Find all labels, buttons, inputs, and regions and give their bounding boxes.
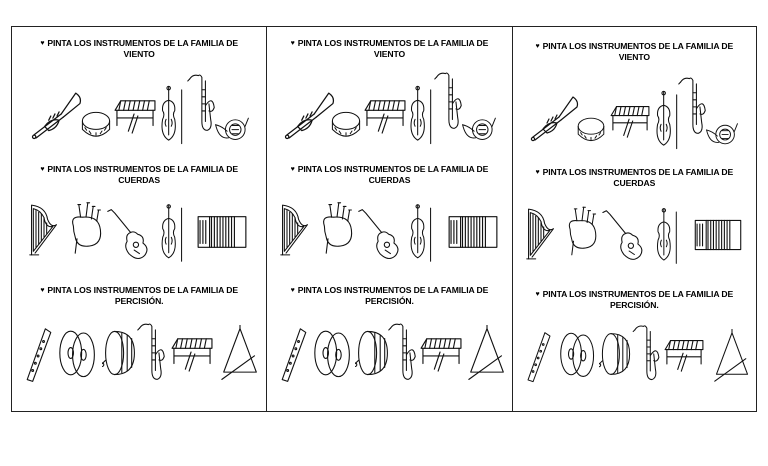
heading-line-1: PINTA LOS INSTRUMENTOS DE LA FAMILIA DE xyxy=(297,285,489,295)
heading-line-1: PINTA LOS INSTRUMENTOS DE LA FAMILIA DE xyxy=(297,38,489,48)
violin-icon xyxy=(655,207,681,265)
heading-line-1: PINTA LOS INSTRUMENTOS DE LA FAMILIA DE xyxy=(47,164,238,174)
saxophone-icon xyxy=(186,71,216,135)
heading-line-1: PINTA LOS INSTRUMENTOS DE LA FAMILIA DE xyxy=(542,167,734,177)
heading-line-1: PINTA LOS INSTRUMENTOS DE LA FAMILIA DE xyxy=(542,289,734,299)
heading-line-2: PERCISIÓN. xyxy=(609,300,659,310)
accordion-icon xyxy=(447,211,499,253)
french-horn-icon xyxy=(461,111,497,145)
xylophone-icon xyxy=(609,103,651,139)
drum-icon xyxy=(599,329,633,379)
heading-line-1: PINTA LOS INSTRUMENTOS DE LA FAMILIA DE xyxy=(542,41,734,51)
heart-bullet-icon: ♥ xyxy=(535,43,540,50)
accordion-icon xyxy=(196,211,248,253)
saxophone-icon xyxy=(387,321,417,383)
guitar-icon xyxy=(106,207,150,265)
saxophone-icon xyxy=(433,69,463,133)
heading-line-1: PINTA LOS INSTRUMENTOS DE LA FAMILIA DE xyxy=(47,38,238,48)
heart-bullet-icon: ♥ xyxy=(535,291,540,298)
harp-icon xyxy=(279,201,311,259)
bagpipe-icon xyxy=(565,203,599,259)
violin-icon xyxy=(160,203,186,263)
violin-icon xyxy=(409,203,435,263)
saxophone-icon xyxy=(136,321,166,383)
heart-bullet-icon: ♥ xyxy=(290,40,295,47)
cymbals-icon xyxy=(313,327,353,379)
heading-line-1: PINTA LOS INSTRUMENTOS DE LA FAMILIA DE xyxy=(47,285,238,295)
xylophone-icon xyxy=(113,97,157,135)
recorder-icon xyxy=(525,331,553,385)
heart-bullet-icon: ♥ xyxy=(40,40,45,47)
saxophone-icon xyxy=(677,75,707,137)
french-horn-icon xyxy=(705,117,739,149)
heading-line-2: CUERDAS xyxy=(118,175,161,185)
guitar-icon xyxy=(357,207,401,265)
harp-icon xyxy=(28,201,60,259)
worksheet-column-1: ♥PINTA LOS INSTRUMENTOS DE LA FAMILIA DE… xyxy=(12,27,266,411)
xylophone-icon xyxy=(363,97,407,135)
heart-bullet-icon: ♥ xyxy=(290,166,295,173)
heart-bullet-icon: ♥ xyxy=(40,166,45,173)
violin-icon xyxy=(160,83,186,147)
drum-icon xyxy=(102,327,138,379)
heading-line-2: VIENTO xyxy=(123,49,155,59)
accordion-icon xyxy=(693,215,743,255)
harp-icon xyxy=(525,205,557,263)
trumpet-icon xyxy=(283,89,335,141)
section-heading: ♥PINTA LOS INSTRUMENTOS DE LA FAMILIA DE… xyxy=(275,38,503,59)
heart-bullet-icon: ♥ xyxy=(535,169,540,176)
section-heading: ♥PINTA LOS INSTRUMENTOS DE LA FAMILIA DE… xyxy=(20,164,258,185)
heading-line-1: PINTA LOS INSTRUMENTOS DE LA FAMILIA DE xyxy=(297,164,489,174)
heading-line-2: VIENTO xyxy=(618,52,650,62)
guitar-icon xyxy=(601,209,645,265)
section-heading: ♥PINTA LOS INSTRUMENTOS DE LA FAMILIA DE… xyxy=(521,289,748,310)
triangle-icon xyxy=(220,325,260,383)
triangle-icon xyxy=(713,329,751,385)
tambourine-icon xyxy=(575,115,607,147)
xylophone-icon xyxy=(663,337,705,373)
section-heading: ♥PINTA LOS INSTRUMENTOS DE LA FAMILIA DE… xyxy=(20,38,258,59)
section-heading: ♥PINTA LOS INSTRUMENTOS DE LA FAMILIA DE… xyxy=(20,285,258,306)
xylophone-icon xyxy=(419,335,463,373)
section-heading: ♥PINTA LOS INSTRUMENTOS DE LA FAMILIA DE… xyxy=(521,41,748,62)
tambourine-icon xyxy=(329,109,363,143)
trumpet-icon xyxy=(30,89,82,141)
drum-icon xyxy=(355,327,391,379)
heart-bullet-icon: ♥ xyxy=(40,287,45,294)
heart-bullet-icon: ♥ xyxy=(290,287,295,294)
worksheet-column-3: ♥PINTA LOS INSTRUMENTOS DE LA FAMILIA DE… xyxy=(511,27,756,411)
heading-line-2: CUERDAS xyxy=(368,175,411,185)
recorder-icon xyxy=(24,327,54,385)
bagpipe-icon xyxy=(319,199,355,257)
recorder-icon xyxy=(279,327,309,385)
bagpipe-icon xyxy=(68,199,104,257)
heading-line-2: PERCISIÓN. xyxy=(114,296,164,306)
trumpet-icon xyxy=(529,93,579,143)
section-heading: ♥PINTA LOS INSTRUMENTOS DE LA FAMILIA DE… xyxy=(275,164,503,185)
heading-line-2: CUERDAS xyxy=(613,178,656,188)
xylophone-icon xyxy=(170,335,214,373)
section-heading: ♥PINTA LOS INSTRUMENTOS DE LA FAMILIA DE… xyxy=(275,285,503,306)
heading-line-2: VIENTO xyxy=(373,49,406,59)
cymbals-icon xyxy=(559,329,597,379)
french-horn-icon xyxy=(214,111,250,145)
violin-icon xyxy=(409,83,435,147)
heading-line-2: PERCISIÓN. xyxy=(365,296,414,306)
worksheet-column-2: ♥PINTA LOS INSTRUMENTOS DE LA FAMILIA DE… xyxy=(266,27,511,411)
tambourine-icon xyxy=(79,109,113,143)
triangle-icon xyxy=(467,325,507,383)
section-heading: ♥PINTA LOS INSTRUMENTOS DE LA FAMILIA DE… xyxy=(521,167,748,188)
cymbals-icon xyxy=(58,327,98,379)
worksheet: ♥PINTA LOS INSTRUMENTOS DE LA FAMILIA DE… xyxy=(11,26,757,412)
saxophone-icon xyxy=(631,323,661,383)
